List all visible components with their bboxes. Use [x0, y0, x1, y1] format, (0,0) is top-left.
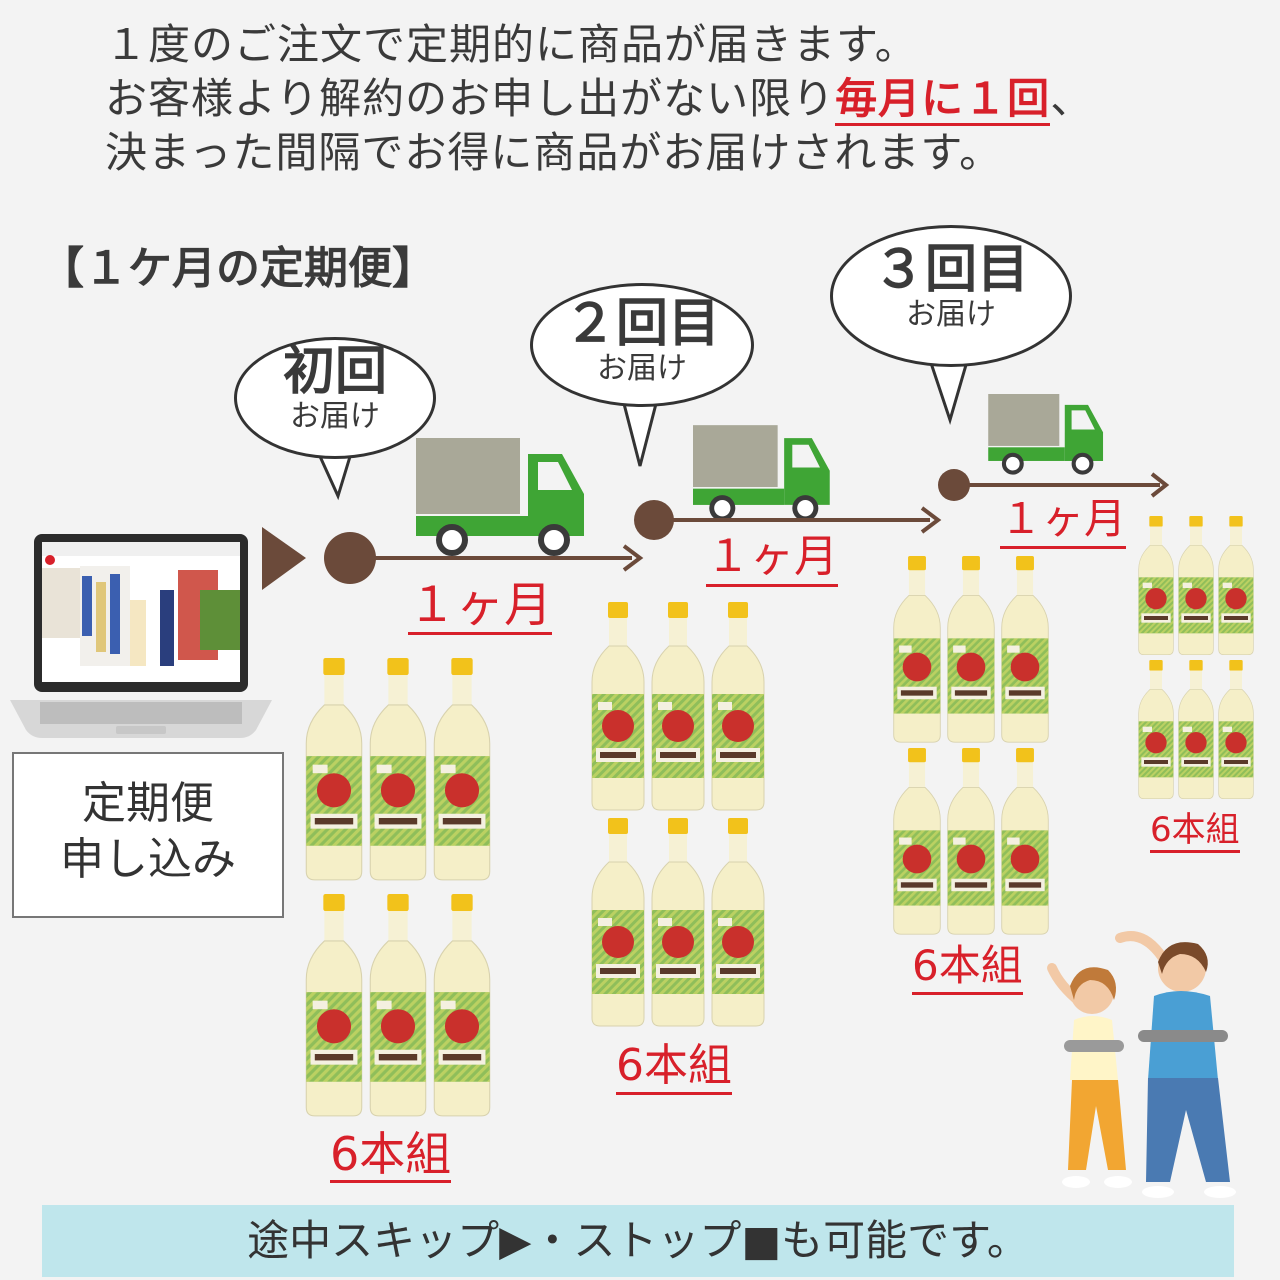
- vinegar-bottle: [1176, 516, 1216, 656]
- intro-line-3: 決まった間隔でお得に商品がお届けされます。: [105, 128, 1003, 177]
- vinegar-bottle: [302, 894, 366, 1118]
- plan-title: 【１ケ月の定期便】: [40, 243, 436, 294]
- vinegar-bottle: [648, 818, 708, 1028]
- apply-line-2: 申し込み: [60, 834, 236, 885]
- bubble-first-delivery: 初回 お届け: [234, 337, 436, 459]
- vinegar-bottle: [890, 748, 944, 936]
- set-label-4: 6本組: [1150, 810, 1240, 853]
- set-label-3: 6本組: [912, 940, 1023, 995]
- vinegar-bottle: [1136, 516, 1176, 656]
- monthly-highlight: 毎月に１回: [835, 74, 1051, 126]
- truck-icon: [988, 394, 1106, 476]
- set-label-2: 6本組: [616, 1040, 732, 1095]
- vinegar-bottle: [366, 894, 430, 1118]
- interval-label-1: １ヶ月: [408, 577, 553, 635]
- vinegar-bottle: [998, 748, 1052, 936]
- vinegar-bottle: [708, 602, 768, 812]
- truck-icon: [416, 438, 588, 558]
- intro-line-1: １度のご注文で定期的に商品が届きます。: [105, 20, 918, 69]
- exercising-couple-illustration: [1030, 920, 1260, 1210]
- vinegar-bottle: [708, 818, 768, 1028]
- apply-line-1: 定期便: [82, 778, 214, 829]
- interval-label-2: １ヶ月: [706, 530, 838, 587]
- bubble-second-delivery: ２回目 お届け: [530, 283, 754, 407]
- vinegar-bottle: [944, 748, 998, 936]
- truck-icon: [693, 425, 833, 523]
- laptop-icon: [10, 530, 272, 746]
- footer-note: 途中スキップ▶・ストップ■も可能です。: [42, 1205, 1234, 1277]
- bottle-set-2: [588, 602, 768, 1028]
- set-label-1: 6本組: [330, 1127, 452, 1183]
- vinegar-bottle: [430, 894, 494, 1118]
- bottle-set-1: [302, 658, 494, 1118]
- interval-label-3: １ヶ月: [1000, 492, 1127, 549]
- bubble-third-delivery: ３回目 お届け: [830, 225, 1072, 367]
- vinegar-bottle: [1176, 660, 1216, 800]
- vinegar-bottle: [588, 602, 648, 812]
- vinegar-bottle: [302, 658, 366, 882]
- vinegar-bottle: [1216, 516, 1256, 656]
- subscription-apply-box[interactable]: 定期便 申し込み: [12, 752, 284, 918]
- vinegar-bottle: [648, 602, 708, 812]
- vinegar-bottle: [366, 658, 430, 882]
- vinegar-bottle: [1216, 660, 1256, 800]
- intro-line-2: お客様より解約のお申し出がない限り毎月に１回、: [105, 72, 1255, 126]
- vinegar-bottle: [944, 556, 998, 744]
- vinegar-bottle: [998, 556, 1052, 744]
- vinegar-bottle: [890, 556, 944, 744]
- bottle-set-4: [1136, 516, 1256, 800]
- bottle-set-3: [890, 556, 1052, 936]
- vinegar-bottle: [430, 658, 494, 882]
- vinegar-bottle: [1136, 660, 1176, 800]
- vinegar-bottle: [588, 818, 648, 1028]
- intro-text: １度のご注文で定期的に商品が届きます。 お客様より解約のお申し出がない限り毎月に…: [105, 18, 1255, 180]
